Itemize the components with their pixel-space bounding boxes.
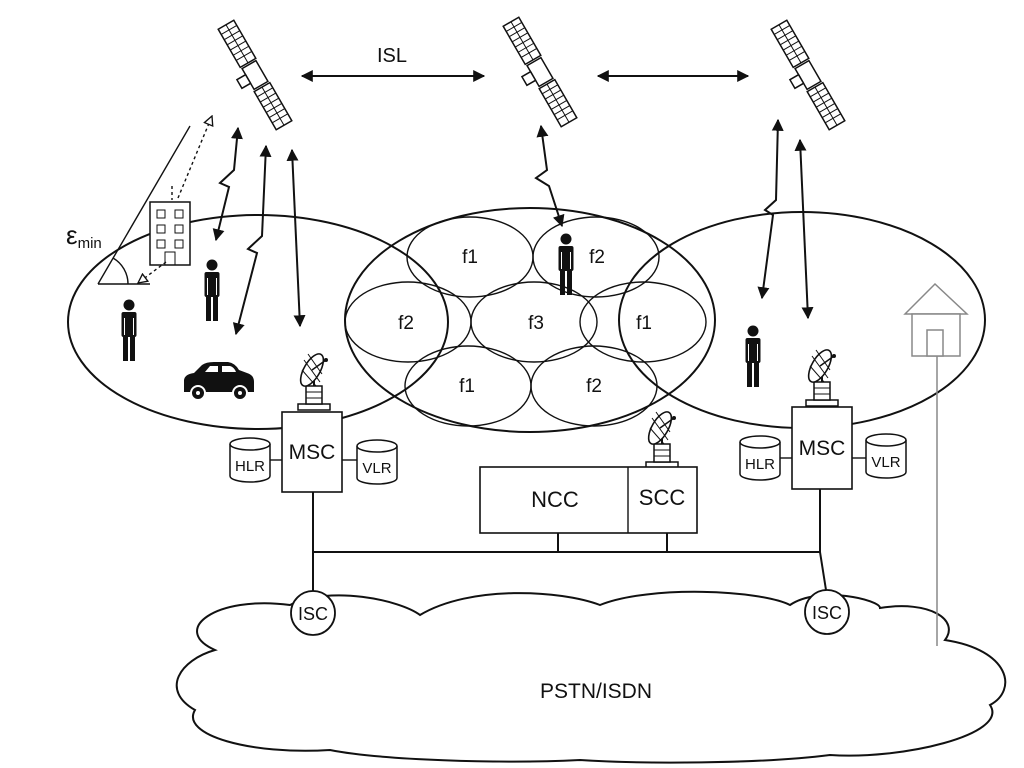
cell xyxy=(532,216,660,298)
isc-label: ISC xyxy=(812,603,842,623)
satellite-icon xyxy=(762,19,846,135)
feeder-link-arrow xyxy=(286,148,306,328)
epsilon-symbol: ε xyxy=(66,220,78,250)
elevation-angle-label: εmin xyxy=(66,220,102,252)
ground-station-dish-icon xyxy=(295,349,331,411)
control-center: NCC SCC xyxy=(479,466,698,534)
cell xyxy=(470,281,598,363)
house-icon xyxy=(903,282,969,357)
vlr-label: VLR xyxy=(871,454,900,471)
isc-node xyxy=(290,590,336,636)
vlr-label: VLR xyxy=(362,460,391,477)
building-icon xyxy=(149,201,191,266)
scc-label: SCC xyxy=(639,485,686,510)
radio-link-arrow xyxy=(232,144,272,336)
isc-label: ISC xyxy=(298,604,328,624)
hlr-label: HLR xyxy=(745,456,775,473)
elevation-subscript: min xyxy=(78,235,102,252)
right-gateway: MSC HLR VLR xyxy=(739,406,907,490)
person-icon xyxy=(558,233,574,296)
radio-link-arrow xyxy=(212,126,243,242)
ncc-label: NCC xyxy=(531,487,579,512)
msc-label: MSC xyxy=(799,437,846,460)
ncc-scc-box xyxy=(479,466,698,534)
pstn-isdn-cloud xyxy=(175,590,1007,764)
network-label: PSTN/ISDN xyxy=(540,680,652,703)
msc-box xyxy=(281,411,343,493)
feeder-link-arrow xyxy=(794,138,814,320)
isl-label: ISL xyxy=(377,45,407,67)
blocked-signal-arrow xyxy=(177,116,212,199)
radio-link-arrow xyxy=(757,118,784,300)
isc-node xyxy=(804,589,850,635)
msc-label: MSC xyxy=(289,441,336,464)
msc-box xyxy=(791,406,853,490)
ground-station-dish-icon xyxy=(643,407,679,469)
car-icon xyxy=(183,361,255,401)
ground-station-dish-icon xyxy=(803,345,839,407)
person-icon xyxy=(121,299,137,362)
terrestrial-network xyxy=(312,489,827,591)
cell xyxy=(530,345,658,427)
cell-label: f2 xyxy=(589,247,605,268)
hlr-label: HLR xyxy=(235,458,265,475)
satellite-icon xyxy=(209,19,293,135)
cell-label: f1 xyxy=(462,247,478,268)
left-gateway: MSC HLR VLR xyxy=(229,411,398,493)
cell xyxy=(579,281,707,363)
cell-label: f1 xyxy=(459,376,475,397)
radio-link-arrow xyxy=(534,124,565,228)
person-icon xyxy=(745,325,761,388)
satellite-icon xyxy=(494,16,578,132)
cell-label: f2 xyxy=(398,313,414,334)
cell-label: f1 xyxy=(636,313,652,334)
person-icon xyxy=(204,259,220,322)
cell-label: f3 xyxy=(528,313,544,334)
spot-beam-cells: f1 f2 f2 f3 f1 f1 f2 xyxy=(344,216,707,427)
cell-label: f2 xyxy=(586,376,602,397)
elevation-angle-arc xyxy=(112,257,129,285)
